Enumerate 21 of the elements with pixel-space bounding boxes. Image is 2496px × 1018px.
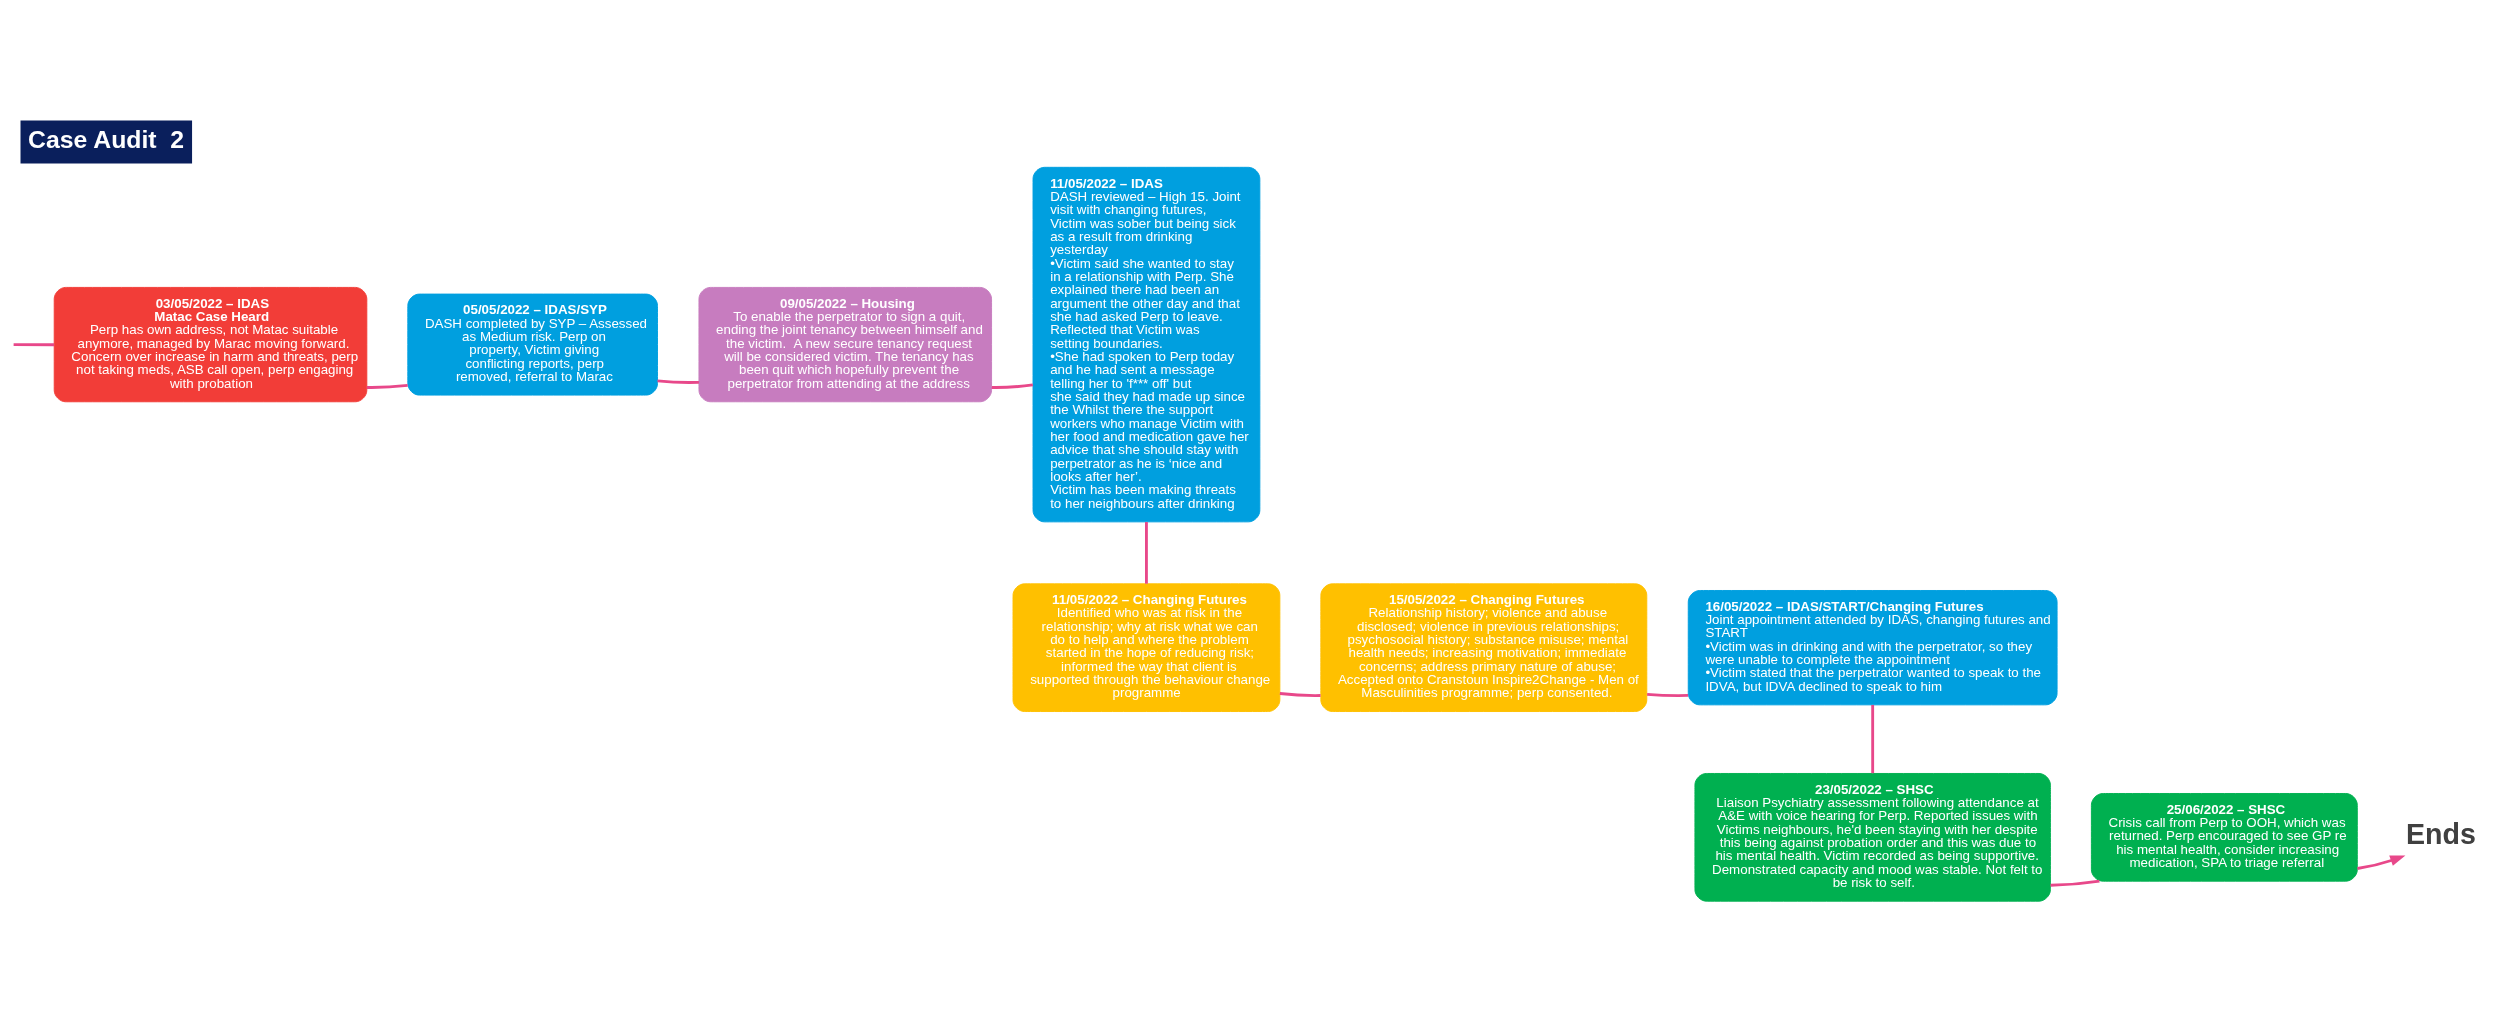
connector [657,379,699,384]
diagram-title: Case Audit 2 [28,125,185,153]
connector [366,383,408,389]
connector [1145,522,1148,584]
node-box: 15/05/2022 – Changing Futures Relationship history; violence and abuse disclosed; violence in previous relationships; psychosocial history; substance misuse; mental health needs; increasing motivation; immediate concerns; address primary nature of abuse; Accepted onto Cranstoun Inspire2Change - Men of Masculinities programme; perp consented. [1320,583,1648,712]
connector [2050,879,2100,887]
node-box: 11/05/2022 – Changing Futures Identified who was at risk in the relationship; why at risk what we can do to help and where the problem started in the hope of reducing risk; informed the way that client is supported through the behaviour change programme [1012,583,1281,712]
connector [1647,692,1689,697]
connector [1871,704,1875,774]
node-box: 09/05/2022 – Housing To enable the perpetrator to sign a quit, ending the joint tenancy between himself and the victim. A new secure tenancy request will be considered victim. The tenancy has been quit which hopefully prevent the perpetrator from attending at the address [698,286,993,403]
node-box: 03/05/2022 – IDAS Matac Case Heard Perp has own address, not Matac suitable anymore, managed by Marac moving forward. Concern over increase in harm and threats, perp not taking meds, ASB call open, perp engaging with probation [53,286,368,403]
node-box: 23/05/2022 – SHSC Liaison Psychiatry assessment following attendance at A&E with voice hearing for Perp. Reported issues with Victims neighbours, he'd been staying with her despite this being against probation order and this was due to his mental health. Victim recorded as being supportive. Demonstrated capacity and mood was stable. Not felt to be risk to self. [1694,773,2051,902]
connector [1279,692,1321,697]
connector [991,383,1033,389]
node-text: Ends [2405,817,2476,850]
node-box: 11/05/2022 – IDAS DASH reviewed – High 15. Joint visit with changing futures, Victim was sober but being sick as a result from drinking yesterday •Victim said she wanted to stay in a relationship with Perp. She explained there had been an argument the other day and that she had asked Perp to leave. Reflected that Victim was setting boundaries. •She had spoken to Perp today and he had sent a message telling her to 'f*** off' but she said they had made up since the Whilst there the support workers who manage Victim with her food and medication gave her advice that she should stay with perpetrator as he is ‘nice and looks after her’. Victim has been making threats to her neighbours after drinking [1032,166,1261,523]
node-box: 05/05/2022 – IDAS/SYP DASH completed by SYP – Assessed as Medium risk. Perp on property, Victim giving conflicting reports, perp removed, referral to Marac [407,293,658,396]
connector [13,343,54,347]
arrow [2357,855,2406,870]
node-box: 16/05/2022 – IDAS/START/Changing Futures Joint appointment attended by IDAS, changing futures and START •Victim was in drinking and with the perpetrator, so they were unable to complete the appointment •Victim stated that the perpetrator wanted to speak to the IDVA, but IDVA declined to speak to him [1687,590,2058,706]
node-box: 25/06/2022 – SHSC Crisis call from Perp to OOH, which was returned. Perp encouraged to see GP re his mental health, consider increasing medication, SPA to triage referral [2090,793,2358,882]
